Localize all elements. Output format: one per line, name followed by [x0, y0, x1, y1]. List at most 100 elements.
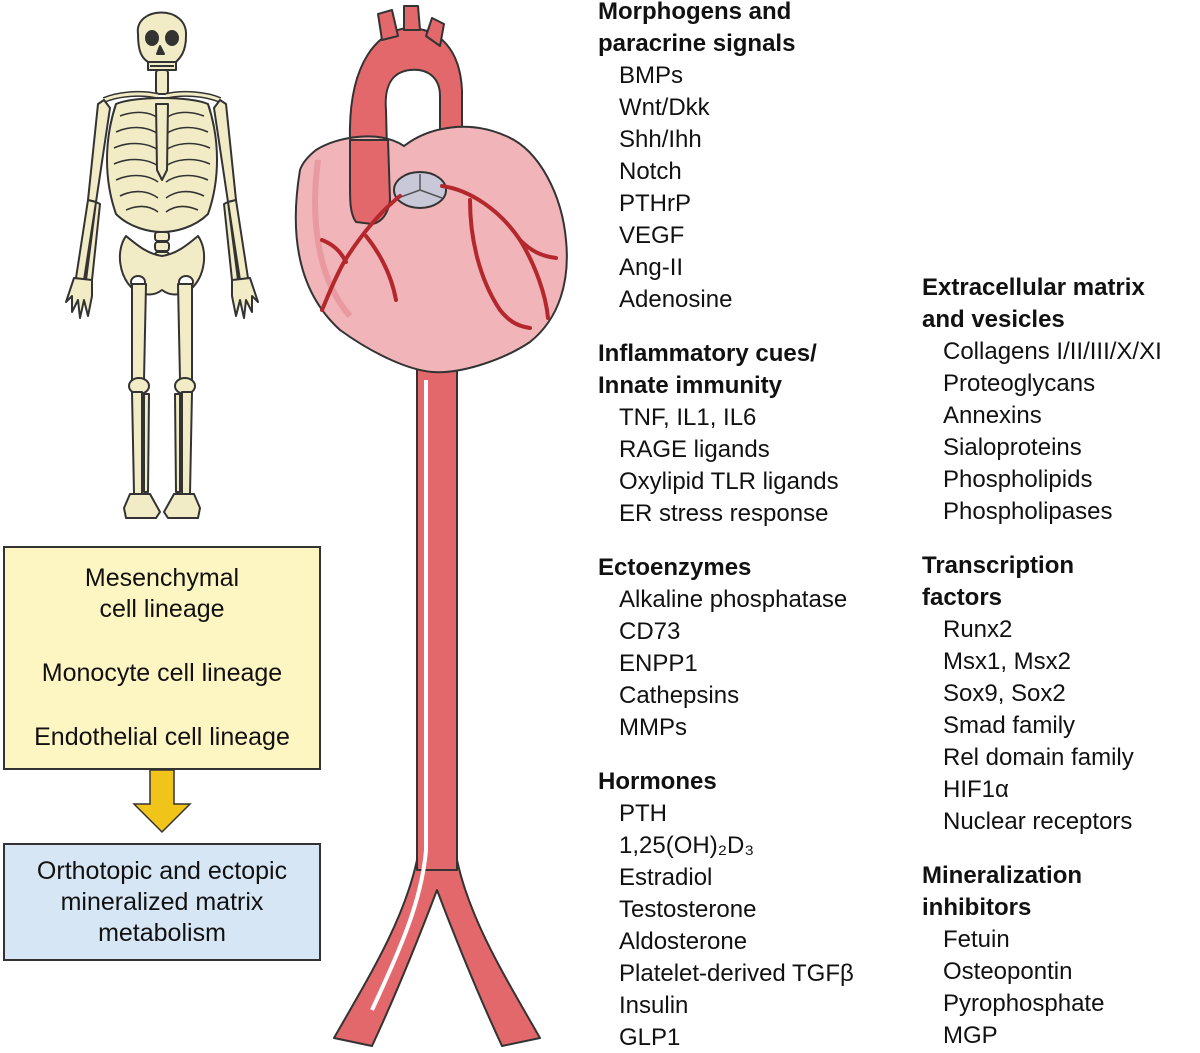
- list-item: Cathepsins: [619, 682, 740, 709]
- list-item: Rel domain family: [943, 744, 1134, 771]
- list-item: Collagens I/II/III/X/XI: [943, 338, 1162, 365]
- factor-list-right: Extracellular matrix and vesicles Collag…: [922, 272, 1200, 1052]
- left-hand: [65, 277, 93, 319]
- section-heading: factors: [922, 584, 1003, 611]
- right-tibia: [181, 391, 193, 495]
- arch-branch-1: [377, 9, 399, 41]
- list-item: Annexins: [943, 402, 1042, 429]
- right-forearm: [223, 199, 249, 281]
- list-item: 1,25(OH)₂D₃: [619, 832, 755, 859]
- heart-shading: [312, 159, 353, 318]
- cervical-spine: [155, 69, 169, 95]
- transcription-section: Transcription factors Runx2 Msx1, Msx2 S…: [922, 550, 1200, 838]
- list-item: BMPs: [619, 62, 684, 89]
- section-heading: Ectoenzymes: [598, 554, 752, 581]
- arch-branch-3: [425, 17, 445, 47]
- inhibitors-section: Mineralization inhibitors Fetuin Osteopo…: [922, 860, 1200, 1052]
- list-item: Sialoproteins: [943, 434, 1082, 461]
- skeleton-illustration: [65, 11, 259, 519]
- list-item: ER stress response: [619, 500, 829, 527]
- list-item: Alkaline phosphatase: [619, 586, 848, 613]
- list-item: Runx2: [943, 616, 1013, 643]
- list-item: Shh/Ihh: [619, 126, 702, 153]
- list-item: Oxylipid TLR ligands: [619, 468, 839, 495]
- list-item: Aldosterone: [619, 928, 748, 955]
- matrix-line-3: metabolism: [98, 918, 226, 947]
- monocyte-lineage: Monocyte cell lineage: [41, 659, 283, 687]
- mesenchymal-line-1: Mesenchymal: [84, 564, 240, 592]
- aorta-highlight: [370, 380, 428, 1011]
- right-foot: [163, 493, 201, 519]
- list-item: ENPP1: [619, 650, 698, 677]
- section-heading: Morphogens and: [598, 0, 792, 25]
- section-heading: Extracellular matrix: [922, 274, 1145, 301]
- list-item: Platelet-derived TGFβ: [619, 960, 854, 987]
- section-heading: Innate immunity: [598, 372, 783, 399]
- hormones-section: Hormones PTH 1,25(OH)₂D₃ Estradiol Testo…: [598, 766, 928, 1053]
- arch-branch-2: [403, 5, 421, 31]
- list-item: Osteopontin: [943, 958, 1073, 985]
- jaw: [148, 61, 176, 67]
- list-item: Proteoglycans: [943, 370, 1096, 397]
- list-item: Insulin: [619, 992, 689, 1019]
- inflammatory-section: Inflammatory cues/ Innate immunity TNF, …: [598, 338, 928, 530]
- list-item: Wnt/Dkk: [619, 94, 710, 121]
- sternum: [155, 103, 169, 181]
- list-item: Msx1, Msx2: [943, 648, 1072, 675]
- list-item: Testosterone: [619, 896, 757, 923]
- coronary-arteries: [320, 184, 558, 330]
- left-fibula: [143, 393, 150, 493]
- list-item: Fetuin: [943, 926, 1010, 953]
- aorta-illustration: [294, 5, 568, 1047]
- right-femur: [177, 283, 193, 381]
- nose-cavity: [156, 45, 165, 55]
- list-item: Phospholipids: [943, 466, 1093, 493]
- mesenchymal-line-2: cell lineage: [99, 595, 225, 623]
- list-item: Notch: [619, 158, 682, 185]
- list-item: VEGF: [619, 222, 685, 249]
- list-item: GLP1: [619, 1024, 681, 1051]
- section-heading: Hormones: [598, 768, 717, 795]
- list-item: HIF1α: [943, 776, 1009, 803]
- list-item: Ang-II: [619, 254, 684, 281]
- section-heading: inhibitors: [922, 894, 1032, 921]
- skull: [136, 11, 188, 71]
- list-item: TNF, IL1, IL6: [619, 404, 757, 431]
- morphogens-section: Morphogens and paracrine signals BMPs Wn…: [598, 0, 928, 316]
- ectoenzymes-section: Ectoenzymes Alkaline phosphatase CD73 EN…: [598, 552, 928, 744]
- list-item: Smad family: [943, 712, 1076, 739]
- left-forearm: [75, 199, 101, 281]
- section-heading: Transcription: [922, 552, 1075, 579]
- left-eye-socket: [145, 30, 159, 46]
- matrix-line-1: Orthotopic and ectopic: [36, 856, 288, 885]
- left-tibia: [131, 391, 143, 495]
- mineralized-matrix-box: Orthotopic and ectopic mineralized matri…: [3, 843, 321, 961]
- list-item: Phospholipases: [943, 498, 1113, 525]
- matrix-line-2: mineralized matrix: [60, 887, 264, 916]
- right-fibula: [174, 393, 181, 493]
- section-heading: Mineralization: [922, 862, 1083, 889]
- cell-lineage-box: Mesenchymal cell lineage Monocyte cell l…: [3, 546, 321, 770]
- list-item: Estradiol: [619, 864, 713, 891]
- descending-aorta: [416, 359, 458, 871]
- section-heading: and vesicles: [922, 306, 1065, 333]
- down-arrow: [132, 769, 192, 834]
- section-heading: paracrine signals: [598, 30, 796, 57]
- list-item: PTH: [619, 800, 667, 827]
- left-clavicle-fill: [103, 92, 159, 102]
- list-item: Pyrophosphate: [943, 990, 1105, 1017]
- list-item: RAGE ligands: [619, 436, 770, 463]
- list-item: MMPs: [619, 714, 687, 741]
- list-item: MGP: [943, 1022, 998, 1049]
- list-item: PTHrP: [619, 190, 691, 217]
- list-item: CD73: [619, 618, 681, 645]
- iliac-bifurcation: [333, 859, 541, 1047]
- list-item: Sox9, Sox2: [943, 680, 1066, 707]
- list-item: Nuclear receptors: [943, 808, 1133, 835]
- factor-list-left: Morphogens and paracrine signals BMPs Wn…: [598, 0, 928, 1053]
- endothelial-lineage: Endothelial cell lineage: [34, 723, 290, 751]
- section-heading: Inflammatory cues/: [598, 340, 817, 367]
- right-hand: [231, 277, 259, 319]
